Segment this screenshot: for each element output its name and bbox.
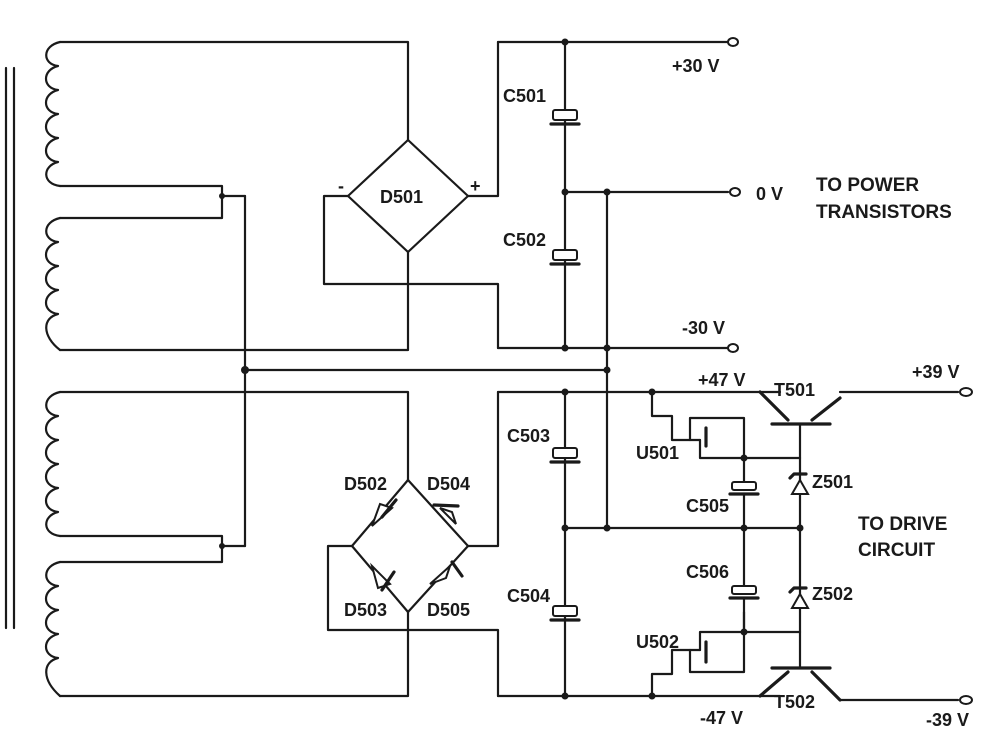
transformer-upper-winding xyxy=(44,40,410,352)
label-c505: C505 xyxy=(686,496,729,516)
label-t501: T501 xyxy=(774,380,815,400)
transistor-t501 xyxy=(758,387,973,460)
label-rail-minus39: -39 V xyxy=(926,710,969,730)
label-z502: Z502 xyxy=(812,584,853,604)
label-c503: C503 xyxy=(507,426,550,446)
label-to-power-line2: TRANSISTORS xyxy=(816,202,952,223)
zener-z502 xyxy=(790,591,810,609)
transformer-core xyxy=(4,66,16,630)
label-bridge-minus: - xyxy=(338,176,344,196)
label-z501: Z501 xyxy=(812,472,853,492)
label-t502: T502 xyxy=(774,692,815,712)
label-rail-0v: 0 V xyxy=(756,184,783,204)
zener-z501 xyxy=(790,477,810,495)
regulator-u502 xyxy=(650,610,802,698)
labels: D501 - + C501 C502 C503 C504 C505 C506 D… xyxy=(338,56,969,730)
label-u502: U502 xyxy=(636,632,679,652)
bridge-rectifier-d501 xyxy=(322,40,500,350)
diode-d504 xyxy=(439,507,457,525)
label-d503: D503 xyxy=(344,600,387,620)
label-c502: C502 xyxy=(503,230,546,250)
label-d504: D504 xyxy=(427,474,470,494)
terminal-minus30 xyxy=(727,343,739,353)
label-d505: D505 xyxy=(427,600,470,620)
capacitors-drive xyxy=(728,481,760,634)
label-to-power-line1: TO POWER xyxy=(816,175,919,196)
diode-d505 xyxy=(429,562,453,585)
label-to-drive-line2: CIRCUIT xyxy=(858,540,935,561)
capacitors-upper xyxy=(549,109,581,266)
label-rail-plus39: +39 V xyxy=(912,362,960,382)
bridge-rectifier-d502-d505 xyxy=(326,390,500,698)
label-to-drive-line1: TO DRIVE xyxy=(858,514,947,535)
zener-diodes xyxy=(788,456,810,634)
terminal-plus30 xyxy=(727,37,739,47)
transistor-t502 xyxy=(758,630,973,705)
capacitors-lower xyxy=(549,447,581,622)
terminal-0v xyxy=(729,187,741,197)
terminal-minus39 xyxy=(959,695,973,705)
label-u501: U501 xyxy=(636,443,679,463)
label-rail-minus30: -30 V xyxy=(682,318,725,338)
label-rail-plus47: +47 V xyxy=(698,370,746,390)
label-c504: C504 xyxy=(507,586,550,606)
label-rail-plus30: +30 V xyxy=(672,56,720,76)
label-c501: C501 xyxy=(503,86,546,106)
lower-rails xyxy=(496,388,804,700)
center-tap-bus xyxy=(219,193,609,549)
upper-rails xyxy=(496,37,741,530)
label-rail-minus47: -47 V xyxy=(700,708,743,728)
label-bridge-plus: + xyxy=(470,176,481,196)
terminal-plus39 xyxy=(959,387,973,397)
label-d501: D501 xyxy=(380,187,423,207)
label-d502: D502 xyxy=(344,474,387,494)
regulator-u501 xyxy=(650,390,802,492)
label-c506: C506 xyxy=(686,562,729,582)
